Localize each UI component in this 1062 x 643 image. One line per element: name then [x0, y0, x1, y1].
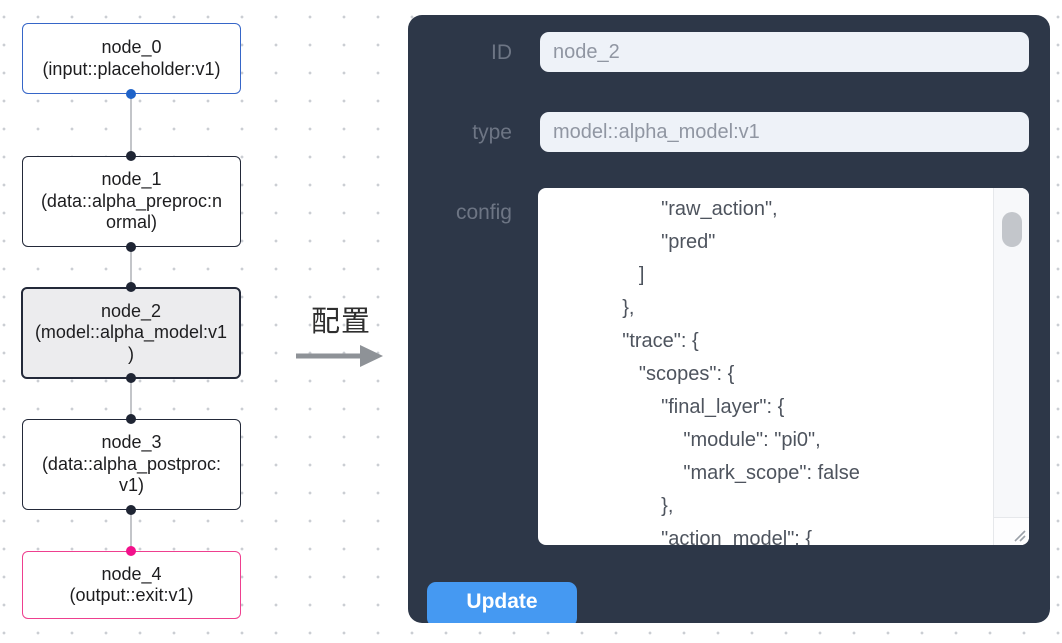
scrollbar-corner	[994, 517, 1029, 545]
type-field-label: type	[472, 121, 512, 144]
edge-node2-node3	[130, 378, 132, 419]
node2-source-handle[interactable]	[126, 373, 136, 383]
edge-node1-node2	[130, 247, 132, 287]
id-input[interactable]: node_2	[540, 32, 1029, 72]
flow-node-4[interactable]: node_4 (output::exit:v1)	[22, 551, 241, 619]
node2-target-handle[interactable]	[126, 282, 136, 292]
config-scrollbar-track[interactable]	[993, 188, 1029, 545]
node-title: node_4	[101, 563, 162, 584]
edge-node0-node1	[130, 94, 132, 156]
node3-target-handle[interactable]	[126, 414, 136, 424]
type-input[interactable]: model::alpha_model:v1	[540, 112, 1029, 152]
node-title: node_2	[100, 300, 162, 321]
textarea-resize-handle-icon[interactable]	[1011, 527, 1026, 542]
id-field-label: ID	[491, 41, 512, 64]
node-config-panel: ID node_2 type model::alpha_model:v1 con…	[408, 15, 1050, 623]
node-subtitle: (data::alpha_preproc:n ormal)	[40, 190, 223, 233]
node-title: node_1	[101, 169, 162, 190]
node-subtitle: (data::alpha_postproc: v1)	[41, 453, 222, 496]
flow-node-3[interactable]: node_3 (data::alpha_postproc: v1)	[22, 419, 241, 510]
config-textarea[interactable]: "raw_action", "pred" ] }, "trace": { "sc…	[538, 188, 1029, 545]
node-subtitle: (input::placeholder:v1)	[42, 58, 221, 79]
flow-node-1[interactable]: node_1 (data::alpha_preproc:n ormal)	[22, 156, 241, 247]
configure-label: 配置	[310, 306, 371, 338]
node-title: node_0	[101, 37, 162, 57]
flow-node-2-selected[interactable]: node_2 (model::alpha_model:v1 )	[21, 287, 241, 379]
node-subtitle: (output::exit:v1)	[69, 585, 194, 605]
node3-source-handle[interactable]	[126, 505, 136, 515]
arrow-right-icon	[296, 345, 383, 367]
flow-node-0[interactable]: node_0 (input::placeholder:v1)	[22, 23, 241, 94]
config-scrollbar-thumb[interactable]	[1002, 212, 1022, 247]
config-json-text: "raw_action", "pred" ] }, "trace": { "sc…	[622, 198, 860, 545]
node1-target-handle[interactable]	[126, 151, 136, 161]
node-subtitle: (model::alpha_model:v1 )	[34, 322, 228, 364]
configure-annotation: 配置	[296, 298, 386, 368]
node4-target-handle[interactable]	[126, 546, 136, 556]
node0-source-handle[interactable]	[126, 89, 136, 99]
config-field-label: config	[455, 201, 512, 224]
update-button[interactable]: Update	[427, 582, 577, 623]
node1-source-handle[interactable]	[126, 242, 136, 252]
node-title: node_3	[101, 432, 162, 453]
edge-node3-node4	[130, 510, 132, 551]
